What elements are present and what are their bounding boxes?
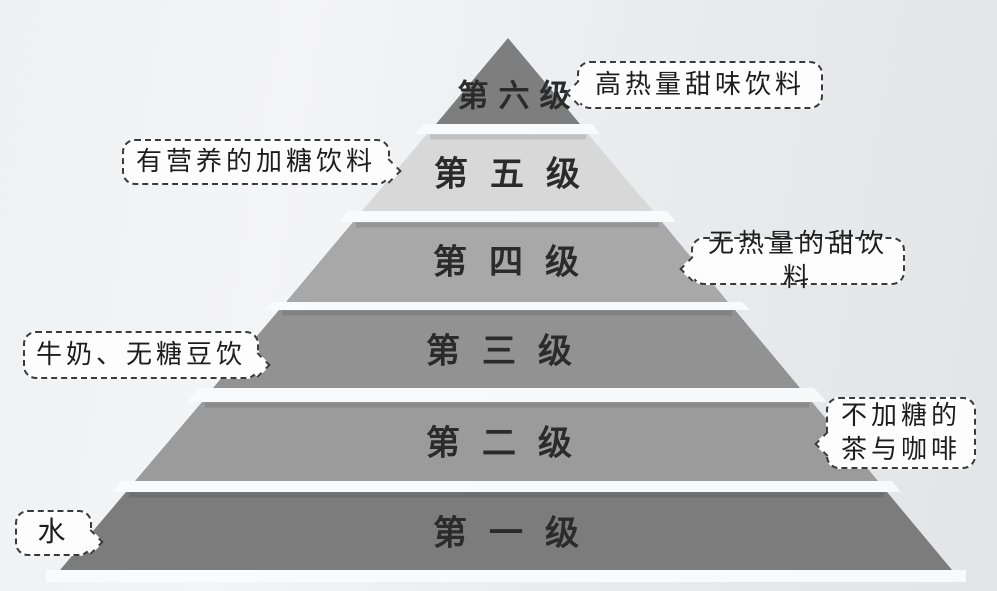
- callout-level-2: 不加糖的 茶与咖啡: [814, 397, 976, 469]
- level-2-label: 第二级: [426, 425, 594, 463]
- gap-band: [112, 481, 901, 492]
- callout-level-5-text: 有营养的加糖饮料: [135, 146, 376, 176]
- callout-level-4: 无热量的甜饮料: [679, 229, 905, 292]
- callout-level-3-text: 牛奶、无糖豆饮: [35, 339, 246, 369]
- level-top-shading: [129, 134, 884, 498]
- callout-level-5: 有营养的加糖饮料: [122, 139, 402, 185]
- level-6-shape: [436, 38, 580, 124]
- callout-level-6: 高热量甜味饮料: [565, 61, 823, 109]
- gap-band: [187, 388, 827, 402]
- callout-level-6-text: 高热量甜味饮料: [594, 69, 805, 99]
- gap-band: [340, 211, 676, 222]
- callout-level-2-text: 不加糖的 茶与咖啡: [840, 400, 961, 464]
- level-3-shape: [213, 310, 800, 388]
- level-3-label: 第三级: [426, 333, 594, 371]
- level-1-shape: [60, 492, 952, 570]
- callout-level-1: 水: [15, 510, 104, 556]
- level-gap-bands: [46, 124, 966, 582]
- level-4-shape: [286, 222, 728, 302]
- gap-band: [264, 302, 750, 310]
- level-2-shape: [135, 402, 878, 481]
- callout-level-4-text: 无热量的甜饮料: [707, 228, 888, 292]
- gap-band: [46, 570, 966, 582]
- level-5-label: 第五级: [434, 156, 602, 194]
- callout-level-1-text: 水: [37, 516, 70, 548]
- gap-band: [415, 124, 600, 134]
- level-5-shape: [362, 134, 653, 211]
- level-4-label: 第四级: [433, 244, 601, 282]
- level-1-label: 第一级: [433, 515, 601, 553]
- callout-level-3: 牛奶、无糖豆饮: [23, 331, 271, 379]
- level-6-label: 第六级: [457, 78, 581, 114]
